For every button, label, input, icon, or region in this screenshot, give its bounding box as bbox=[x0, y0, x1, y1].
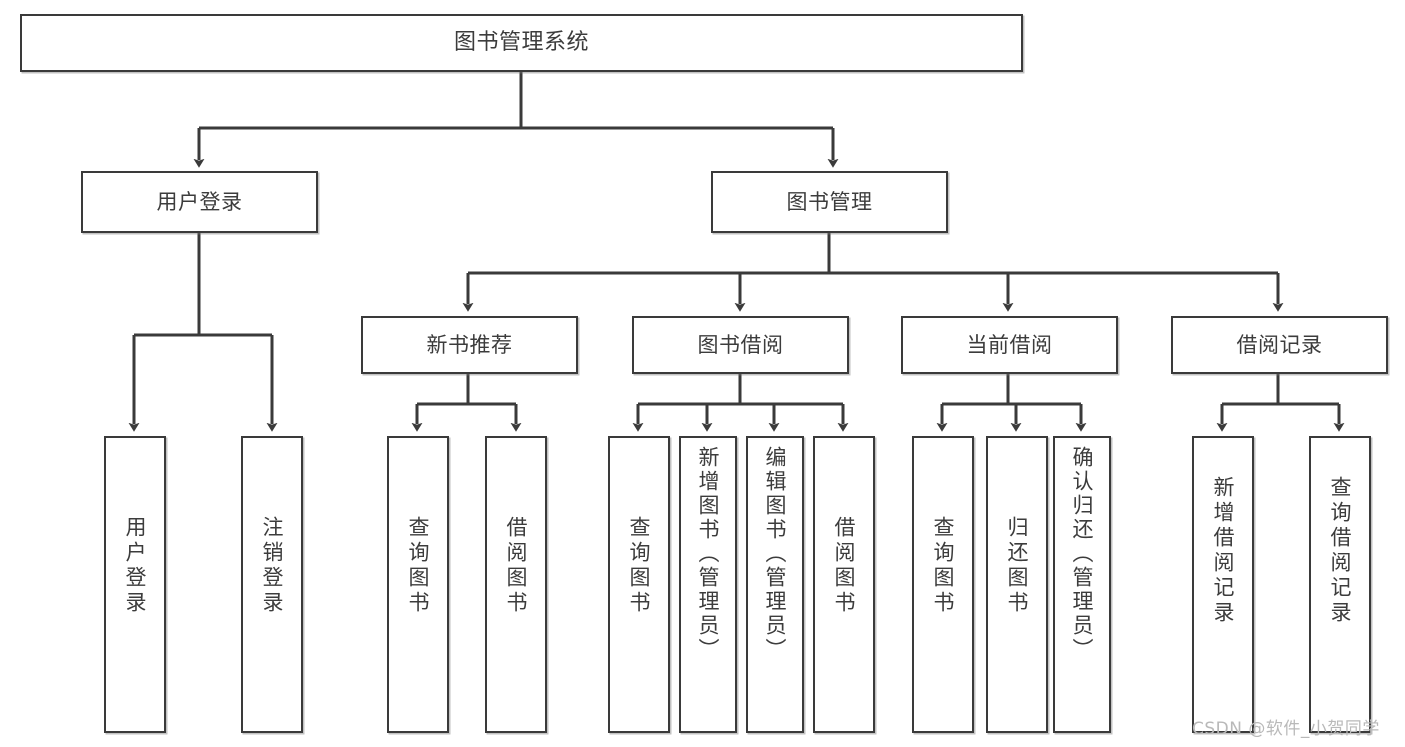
node-label: 借阅图书 bbox=[832, 516, 857, 616]
node-label: 查询图书 bbox=[627, 516, 652, 616]
node-new-book-rec[interactable]: 新书推荐 bbox=[361, 316, 578, 374]
node-leaf-query-book-borrow[interactable]: 查询图书 bbox=[608, 436, 670, 733]
node-label: 新增图书（管理员） bbox=[696, 446, 721, 662]
node-leaf-query-book-current[interactable]: 查询图书 bbox=[912, 436, 974, 733]
node-leaf-return-book[interactable]: 归还图书 bbox=[986, 436, 1048, 733]
node-label: 借阅图书 bbox=[504, 516, 529, 616]
node-label: 查询借阅记录 bbox=[1328, 476, 1353, 626]
node-leaf-borrow-book[interactable]: 借阅图书 bbox=[813, 436, 875, 733]
watermark-text: CSDN @软件_小贺同学 bbox=[1192, 719, 1380, 739]
node-leaf-user-login[interactable]: 用户登录 bbox=[104, 436, 166, 733]
node-current-borrow[interactable]: 当前借阅 bbox=[901, 316, 1118, 374]
node-borrow-record[interactable]: 借阅记录 bbox=[1171, 316, 1388, 374]
node-label: 借阅记录 bbox=[1236, 332, 1323, 357]
node-label: 新书推荐 bbox=[426, 332, 513, 357]
node-label: 注销登录 bbox=[260, 516, 285, 616]
node-leaf-query-book-recommend[interactable]: 查询图书 bbox=[387, 436, 449, 733]
node-leaf-borrow-book-recommend[interactable]: 借阅图书 bbox=[485, 436, 547, 733]
node-label: 编辑图书（管理员） bbox=[763, 446, 788, 662]
node-label: 新增借阅记录 bbox=[1211, 476, 1236, 626]
node-leaf-query-borrow-record[interactable]: 查询借阅记录 bbox=[1309, 436, 1371, 733]
node-label: 确认归还（管理员） bbox=[1070, 446, 1095, 662]
node-root-system[interactable]: 图书管理系统 bbox=[20, 14, 1023, 72]
node-label: 查询图书 bbox=[406, 516, 431, 616]
node-leaf-confirm-return-admin[interactable]: 确认归还（管理员） bbox=[1053, 436, 1111, 733]
node-user-login[interactable]: 用户登录 bbox=[81, 171, 318, 233]
node-leaf-add-borrow-record[interactable]: 新增借阅记录 bbox=[1192, 436, 1254, 733]
node-label: 图书管理系统 bbox=[453, 30, 589, 56]
node-label: 用户登录 bbox=[123, 516, 148, 616]
node-book-borrow[interactable]: 图书借阅 bbox=[632, 316, 849, 374]
node-label: 查询图书 bbox=[931, 516, 956, 616]
node-leaf-add-book-admin[interactable]: 新增图书（管理员） bbox=[679, 436, 737, 733]
node-label: 图书管理 bbox=[786, 189, 873, 214]
node-leaf-edit-book-admin[interactable]: 编辑图书（管理员） bbox=[746, 436, 804, 733]
node-label: 归还图书 bbox=[1005, 516, 1030, 616]
node-leaf-user-logout[interactable]: 注销登录 bbox=[241, 436, 303, 733]
node-label: 当前借阅 bbox=[966, 332, 1053, 357]
node-label: 用户登录 bbox=[156, 189, 243, 214]
node-book-manage[interactable]: 图书管理 bbox=[711, 171, 948, 233]
node-label: 图书借阅 bbox=[697, 332, 784, 357]
